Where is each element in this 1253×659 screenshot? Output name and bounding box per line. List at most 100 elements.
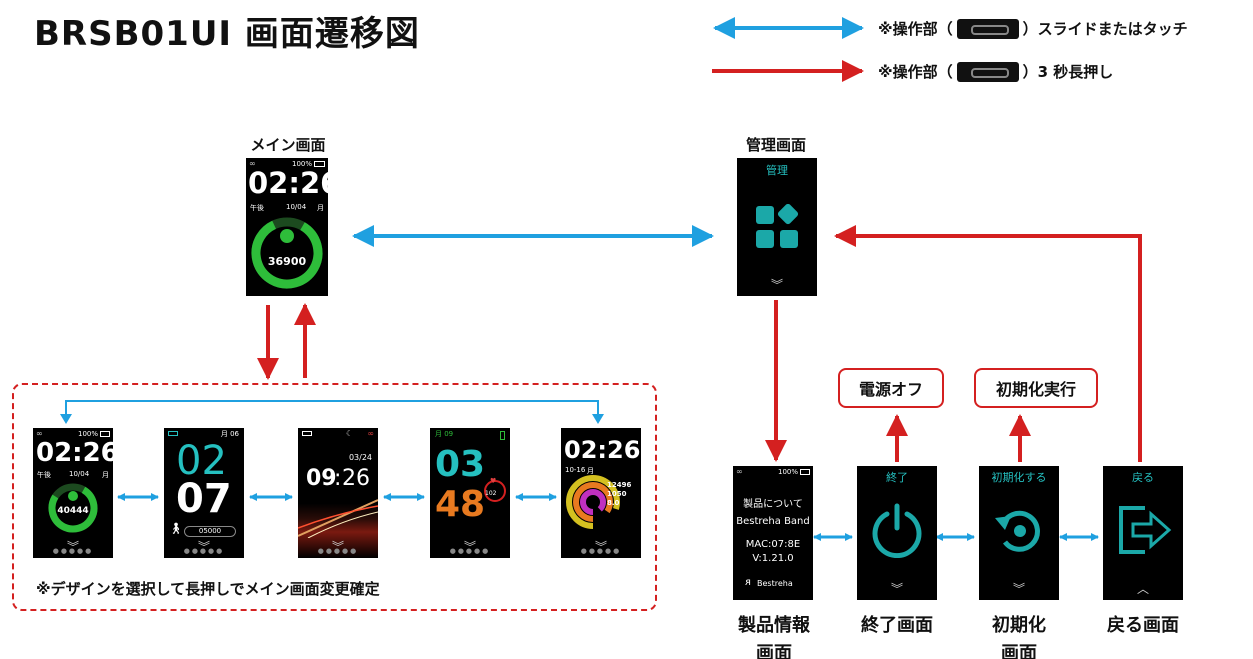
chevron-down-icon: ︾ — [331, 540, 344, 554]
init-execute-box: 初期化実行 — [974, 368, 1098, 408]
d5-weekday: 月 — [587, 467, 594, 475]
legend-red-text: ※操作部（ ）3 秒長押し — [878, 61, 1113, 82]
main-screen: ∞ 100% 02:26 午後 10/04 月 36900 — [246, 158, 328, 296]
moon-icon: ☾ — [346, 429, 354, 438]
design-screen-4[interactable]: 月 09 03 48 ♥ 102 ︾ ●●●●● — [430, 428, 510, 558]
d5-value-3: 8.0 — [607, 499, 620, 507]
chevron-down-icon: ︾ — [66, 540, 79, 554]
chevron-down-icon: ︾ — [463, 540, 476, 554]
d2-steps: 05000 — [184, 526, 236, 537]
diagram-title: BRSB01UI 画面遷移図 — [34, 14, 420, 54]
d1-battery: 100% — [77, 430, 98, 438]
page-dots: ●●●●● — [52, 547, 94, 555]
product-version: V:1.21.0 — [752, 553, 794, 564]
exit-icon — [1119, 506, 1172, 554]
management-screen: 管理 ︾ — [737, 158, 817, 296]
design-note: ※デザインを選択して長押しでメイン画面変更確定 — [36, 580, 380, 598]
main-screen-label: メイン画面 — [250, 136, 326, 154]
shutdown-header: 終了 — [886, 471, 908, 484]
product-label-line2: 画面 — [756, 643, 792, 659]
link-icon: ∞ — [736, 467, 743, 476]
d4-hour: 03 — [435, 444, 486, 485]
page-dots: ●●●●● — [580, 547, 622, 555]
back-label: 戻る画面 — [1107, 615, 1179, 636]
d3-date: 03/24 — [348, 453, 372, 462]
page-dots: ●●●●● — [317, 547, 359, 555]
legend-blue-suffix: ）スライドまたはタッチ — [1022, 20, 1188, 38]
battery-icon — [500, 431, 505, 440]
heart-icon: ♥ — [490, 477, 497, 485]
control-button-icon — [956, 61, 1019, 82]
d5-value-1: 12496 — [607, 481, 632, 489]
back-screen[interactable]: 戻る ︿ — [1103, 466, 1183, 600]
d3-hour: 09 — [306, 466, 337, 491]
d4-heart-ring — [484, 480, 506, 502]
shutdown-screen[interactable]: 終了 ︾ — [857, 466, 937, 600]
walk-icon: 🚶︎ — [169, 522, 183, 535]
main-weekday: 月 — [317, 204, 324, 212]
design-screen-5[interactable]: 02:26 10-16 月 12496 1050 8.0 ︾ ●●●●● — [561, 428, 641, 558]
back-to-management-arrow — [834, 225, 1142, 462]
control-button-icon — [956, 18, 1019, 39]
chevron-down-icon: ︾ — [770, 278, 783, 292]
d2-minute: 07 — [176, 476, 232, 522]
design-screen-3[interactable]: ☾ ∞ 03/24 09 : 26 ︾ ●●●●● — [298, 428, 378, 558]
product-heading: 製品について — [743, 499, 803, 510]
bestreha-logo-icon: ᴙ — [745, 577, 752, 588]
product-brand: Bestreha — [757, 579, 793, 588]
d3-minute: 26 — [342, 466, 370, 491]
design-selection-area — [12, 383, 657, 611]
management-screen-label: 管理画面 — [745, 136, 806, 154]
reset-icon — [995, 510, 1040, 552]
management-header: 管理 — [766, 164, 788, 177]
d1-time: 02:26 — [36, 438, 113, 468]
design-screen-1[interactable]: ∞ 100% 02:26 午後 10/04 月 40444 ︾ ●●●●● — [33, 428, 113, 558]
d4-heart: 102 — [485, 490, 497, 497]
legend-red-suffix: ）3 秒長押し — [1022, 63, 1114, 81]
chevron-down-icon: ︾ — [594, 540, 607, 554]
main-battery: 100% — [291, 160, 312, 168]
d5-time: 02:26 — [564, 436, 641, 464]
link-icon: ∞ — [249, 159, 256, 168]
power-icon — [872, 503, 922, 558]
link-icon: ∞ — [36, 429, 43, 438]
main-date: 10/04 — [286, 203, 307, 211]
main-activity-ring — [251, 217, 323, 289]
page-dots: ●●●●● — [449, 547, 491, 555]
main-time: 02:26 — [248, 166, 328, 200]
legend-blue-text: ※操作部（ ）スライドまたはタッチ — [878, 18, 1188, 39]
battery-icon — [302, 431, 312, 436]
d2-date: 月 06 — [220, 430, 239, 438]
battery-icon — [100, 431, 110, 437]
d2-hour: 02 — [176, 438, 227, 484]
chevron-down-icon: ︾ — [1012, 582, 1025, 596]
init-label: 初期化 画面 — [964, 612, 1074, 659]
d5-date: 10-16 — [565, 466, 586, 474]
product-label-line1: 製品情報 — [738, 615, 810, 636]
init-label-line1: 初期化 — [992, 615, 1046, 636]
main-ampm: 午後 — [250, 204, 264, 212]
init-screen[interactable]: 初期化する ︾ — [979, 466, 1059, 600]
d3-colon: : — [334, 466, 342, 491]
d4-minute: 48 — [435, 484, 486, 525]
init-label-line2: 画面 — [1001, 643, 1037, 659]
legend-red-prefix: ※操作部（ — [878, 63, 953, 81]
design-screen-2[interactable]: 月 06 02 07 🚶︎ 05000 ︾ ●●●●● — [164, 428, 244, 558]
page-dots: ●●●●● — [183, 547, 225, 555]
d5-activity-rings — [566, 475, 620, 529]
product-info-screen[interactable]: ∞ 100% 製品について Bestreha Band MAC:07:8E V:… — [733, 466, 813, 600]
main-steps: 36900 — [267, 255, 307, 268]
chevron-down-icon: ︾ — [890, 582, 903, 596]
d1-weekday: 月 — [102, 471, 109, 479]
product-battery: 100% — [777, 468, 798, 476]
d1-ampm: 午後 — [37, 471, 51, 479]
init-header: 初期化する — [991, 471, 1047, 484]
back-header: 戻る — [1132, 471, 1154, 484]
d1-date: 10/04 — [69, 470, 90, 478]
chevron-down-icon: ︿ — [1136, 582, 1149, 596]
link-icon: ∞ — [367, 429, 374, 438]
legend-blue-prefix: ※操作部（ — [878, 20, 953, 38]
d4-date: 月 09 — [435, 430, 454, 438]
d1-activity-ring — [48, 483, 98, 533]
